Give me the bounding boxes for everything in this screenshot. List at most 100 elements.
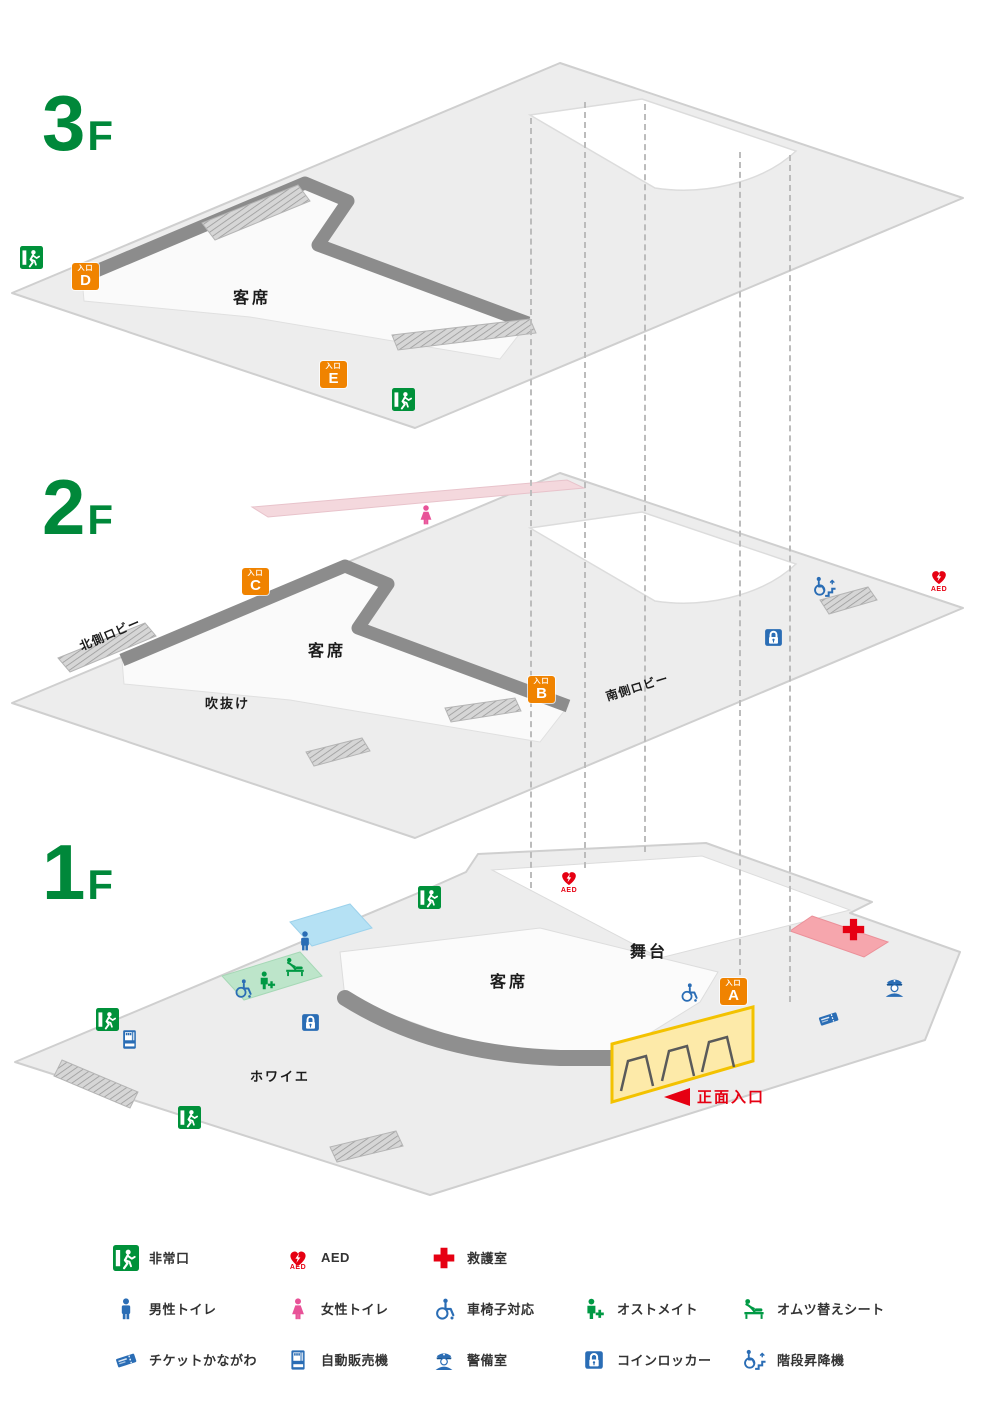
legend-label: 車椅子対応 xyxy=(467,1302,535,1317)
exit-icon xyxy=(112,1245,140,1271)
entrance-e-badge: 入口 E xyxy=(320,361,347,388)
emergency-exit-icon xyxy=(178,1106,201,1129)
entrance-letter: C xyxy=(250,577,261,594)
gate-frame xyxy=(700,1035,736,1073)
wheelchair-icon xyxy=(430,1297,458,1321)
entrance-letter: A xyxy=(728,987,739,1004)
vending-machine-icon xyxy=(284,1348,312,1372)
legend-label: チケットかながわ xyxy=(149,1353,258,1368)
emergency-exit-icon xyxy=(418,886,441,909)
floor-2f-plate xyxy=(11,472,964,839)
diaper-changing-icon xyxy=(740,1297,768,1321)
floor-2f-seating-rake xyxy=(119,559,571,713)
legend-item: 女性トイレ xyxy=(284,1297,430,1321)
entrance-letter: B xyxy=(536,685,547,702)
legend-label: 救護室 xyxy=(467,1251,508,1266)
floor-3f-stairs xyxy=(391,318,537,351)
legend-item: AED AED xyxy=(284,1247,430,1271)
entrance-letter: E xyxy=(328,370,339,387)
legend: 非常口 AED AED 救護室 男性トイレ 女性トイレ 車椅子対応 xyxy=(112,1232,972,1385)
floor-connector-line xyxy=(789,155,791,1002)
area-label-foyer: ホワイエ xyxy=(250,1069,310,1084)
floor-2f-stairs xyxy=(57,622,157,673)
area-label-atrium: 吹抜け xyxy=(205,696,251,711)
floor-1f-stairs xyxy=(53,1059,139,1109)
floor-connector-line xyxy=(584,102,586,868)
security-icon xyxy=(882,974,907,999)
entrance-prefix: 入口 xyxy=(533,678,550,685)
entrance-d-badge: 入口 D xyxy=(72,263,99,290)
wheelchair-icon xyxy=(232,978,253,999)
floor-connector-line xyxy=(739,152,741,975)
aed-caption: AED xyxy=(930,586,948,593)
floor-1f-label: 1 F xyxy=(42,833,113,911)
floor-suffix: F xyxy=(87,861,114,908)
legend-item: 車椅子対応 xyxy=(430,1297,580,1321)
legend-item: コインロッカー xyxy=(580,1349,740,1371)
legend-label: 階段昇降機 xyxy=(777,1353,845,1368)
wheelchair-icon xyxy=(678,982,699,1003)
diaper-changing-icon xyxy=(284,956,306,978)
floor-1f-stairs xyxy=(329,1130,404,1163)
floor-suffix: F xyxy=(87,496,114,543)
floor-1f-seating-rake xyxy=(337,990,620,1066)
gate-frame xyxy=(660,1044,696,1082)
floor-1f-first-aid-zone xyxy=(788,915,890,958)
legend-label: 非常口 xyxy=(149,1251,190,1266)
legend-label: オムツ替えシート xyxy=(777,1302,885,1317)
legend-label: 自動販売機 xyxy=(321,1353,389,1368)
legend-item: 男性トイレ xyxy=(112,1297,284,1321)
legend-label: 男性トイレ xyxy=(149,1302,217,1317)
floor-2f-stage-opening xyxy=(527,511,798,604)
aed-icon: AED xyxy=(558,868,580,894)
floor-2f-stairs xyxy=(444,697,522,723)
area-label-seats: 客席 xyxy=(490,974,529,991)
floor-1f-plate xyxy=(14,842,961,1196)
floor-2f-label: 2 F xyxy=(42,468,113,546)
ostomate-icon xyxy=(256,970,277,991)
floor-1f-stage-area xyxy=(490,855,852,959)
legend-item: 非常口 xyxy=(112,1245,284,1271)
floor-2f-stairs xyxy=(819,586,878,615)
ticket-icon xyxy=(112,1347,140,1373)
emergency-exit-icon xyxy=(96,1008,119,1031)
legend-item: 警備室 xyxy=(430,1348,580,1372)
area-label-stage: 舞台 xyxy=(630,944,669,961)
floor-connector-line xyxy=(644,104,646,852)
male-toilet-icon xyxy=(112,1297,140,1321)
legend-item: オムツ替えシート xyxy=(740,1297,972,1321)
legend-item: オストメイト xyxy=(580,1297,740,1321)
legend-label: 女性トイレ xyxy=(321,1302,389,1317)
aed-caption: AED xyxy=(560,887,578,894)
floor-suffix: F xyxy=(87,112,114,159)
coin-locker-icon xyxy=(580,1349,608,1371)
entrance-prefix: 入口 xyxy=(725,980,742,987)
main-entrance-indicator: 正面入口 xyxy=(664,1086,765,1107)
ostomate-icon xyxy=(580,1297,608,1321)
gate-frame xyxy=(619,1054,655,1092)
floor-number: 3 xyxy=(42,79,86,167)
female-toilet-icon xyxy=(284,1297,312,1321)
left-arrow-icon xyxy=(664,1087,690,1106)
entrance-letter: D xyxy=(80,272,91,289)
stair-lift-icon xyxy=(740,1347,768,1372)
floor-number: 1 xyxy=(42,828,86,916)
entrance-prefix: 入口 xyxy=(77,265,94,272)
floor-3f-label: 3 F xyxy=(42,84,113,162)
floor-connector-line xyxy=(530,118,532,888)
legend-item: 救護室 xyxy=(430,1245,580,1271)
legend-item: 階段昇降機 xyxy=(740,1347,972,1372)
aed-icon: AED xyxy=(928,567,950,593)
legend-label: オストメイト xyxy=(617,1302,699,1317)
legend-label: コインロッカー xyxy=(617,1353,712,1368)
entrance-a-badge: 入口 A xyxy=(720,978,747,1005)
floor-3f-stage-opening xyxy=(527,98,798,191)
legend-item: チケットかながわ xyxy=(112,1347,284,1373)
entrance-prefix: 入口 xyxy=(325,363,342,370)
floor-3f-stairs xyxy=(201,184,311,241)
legend-item: 自動販売機 xyxy=(284,1348,430,1372)
